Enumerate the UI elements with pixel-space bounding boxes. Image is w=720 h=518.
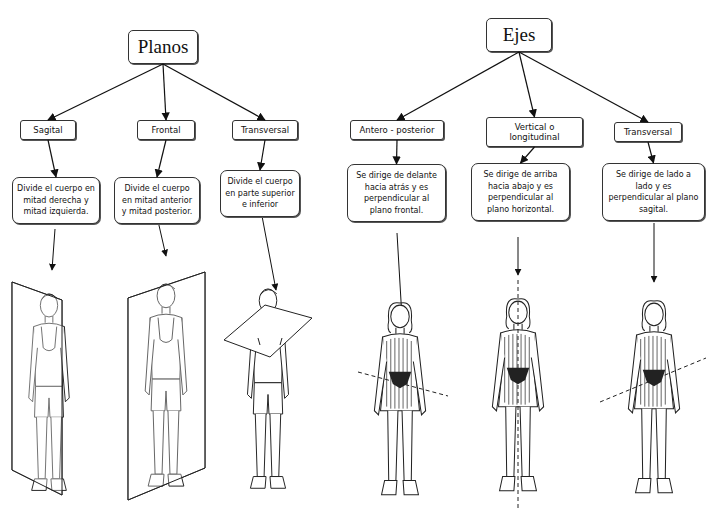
connector-arrow <box>648 142 654 163</box>
node-text: Se dirige de arriba hacia abajo y es per… <box>476 169 565 215</box>
connector-arrow <box>519 52 648 122</box>
leader-arrow <box>518 237 519 275</box>
node-text: Planos <box>133 36 193 58</box>
node-text: Frontal <box>141 125 191 135</box>
node-text: Se dirige de delante hacia atrás y es pe… <box>352 170 441 216</box>
leader-arrow <box>52 229 55 270</box>
leader-arrow <box>158 221 166 256</box>
node-text: Antero - posterior <box>354 125 440 135</box>
axis-box: Vertical o longitudinal <box>486 117 583 147</box>
connector-arrow <box>163 64 166 120</box>
connector-arrow <box>521 147 535 163</box>
node-text: Ejes <box>491 24 547 46</box>
connector-arrow <box>397 52 519 120</box>
axis-box: Antero - posterior <box>350 120 444 140</box>
node-text: Vertical o longitudinal <box>490 122 579 142</box>
sagittal-plane <box>12 282 62 495</box>
node-text: Transversal <box>618 127 678 137</box>
connector-arrow <box>48 140 56 177</box>
connector-arrow <box>163 64 265 120</box>
node-text: Divide el cuerpo en mitad anterior y mit… <box>119 183 195 218</box>
axis-box: Transversal <box>614 122 682 142</box>
connector-arrow <box>260 140 265 170</box>
description-box: Divide el cuerpo en mitad derecha y mita… <box>12 177 100 224</box>
connector-arrow <box>519 52 535 117</box>
plane-box: Frontal <box>137 120 195 140</box>
connector-arrow <box>396 140 398 164</box>
axis-line <box>358 372 448 396</box>
leader-arrow <box>262 216 276 290</box>
description-box: Divide el cuerpo en parte superior e inf… <box>220 170 300 217</box>
category-box: Planos <box>128 30 198 64</box>
connector-arrow <box>48 64 163 120</box>
female-figure <box>628 301 679 493</box>
description-box: Se dirige de delante hacia atrás y es pe… <box>347 164 446 222</box>
description-box: Divide el cuerpo en mitad anterior y mit… <box>114 177 200 224</box>
connector-arrow <box>157 140 166 177</box>
axis-line <box>600 358 706 402</box>
category-box: Ejes <box>486 18 552 52</box>
transverse-plane <box>224 305 312 357</box>
plane-box: Transversal <box>232 120 298 140</box>
figure-detail <box>258 338 282 345</box>
node-text: Divide el cuerpo en parte superior e inf… <box>225 176 295 211</box>
frontal-plane <box>128 272 205 500</box>
plane-box: Sagital <box>20 120 76 140</box>
description-box: Se dirige de lado a lado y es perpendicu… <box>602 163 705 221</box>
axis-line <box>518 280 519 510</box>
node-text: Divide el cuerpo en mitad derecha y mita… <box>17 183 95 218</box>
sagittal-plane <box>12 282 62 495</box>
description-box: Se dirige de arriba hacia abajo y es per… <box>471 163 570 221</box>
node-text: Sagital <box>24 125 72 135</box>
node-text: Se dirige de lado a lado y es perpendicu… <box>607 169 700 215</box>
leader-arrow <box>654 223 655 282</box>
frontal-plane <box>128 272 205 500</box>
node-text: Transversal <box>236 125 294 135</box>
female-figure <box>374 303 425 495</box>
